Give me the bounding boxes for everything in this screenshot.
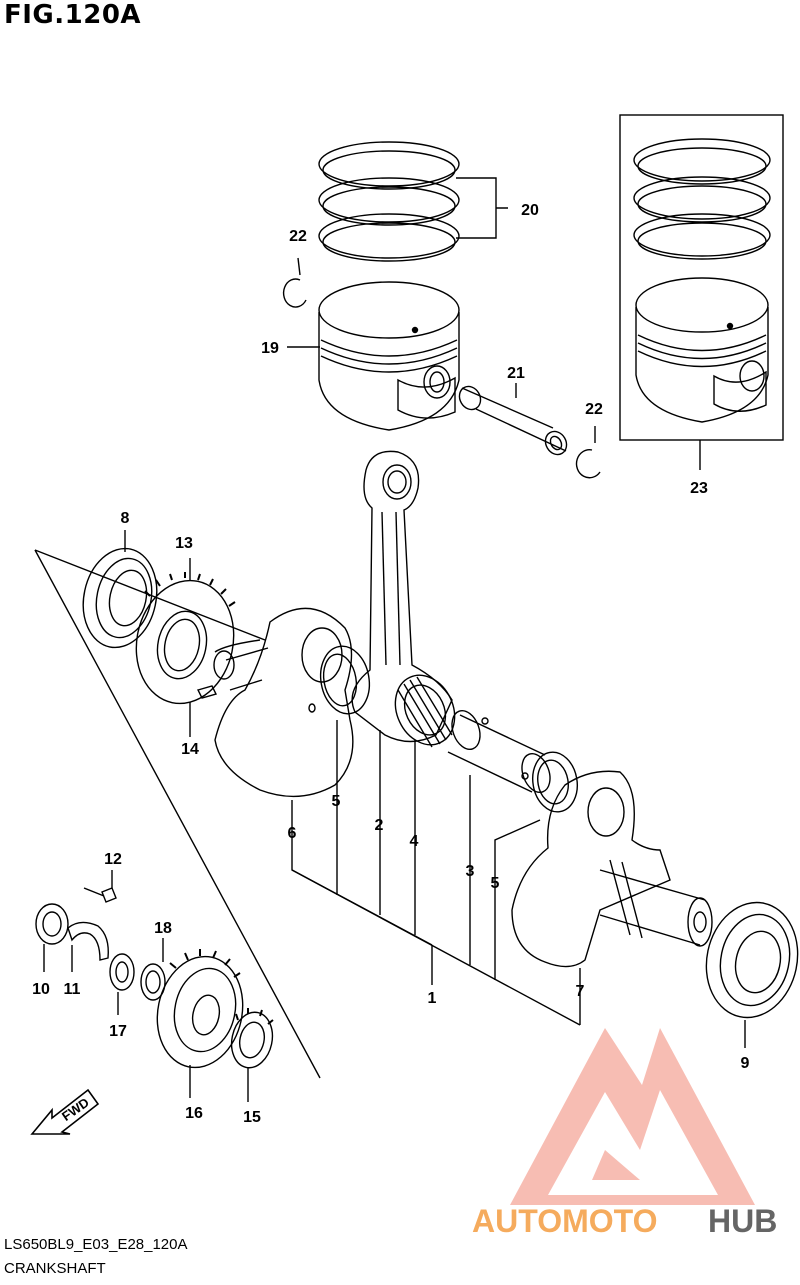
frame-line-top [34, 549, 266, 641]
spacer-17 [109, 953, 135, 991]
thrust-washer-right [532, 751, 578, 813]
gear-16 [156, 949, 244, 1069]
bearing-9 [705, 901, 799, 1019]
callout-20: 20 [521, 202, 539, 219]
callout-1: 1 [428, 990, 437, 1007]
bolt-12 [83, 887, 117, 903]
callout-3: 3 [466, 863, 475, 880]
fwd-arrow-icon: FWD [30, 1088, 100, 1135]
callout-9: 9 [741, 1055, 750, 1072]
leader-6 [291, 800, 433, 946]
frame-line-left [34, 549, 321, 1079]
callout-5a: 5 [332, 793, 341, 810]
oil-seal-10 [35, 903, 69, 945]
needle-bearing [394, 674, 456, 748]
callout-8: 8 [121, 510, 130, 527]
callout-11: 11 [64, 981, 81, 998]
circlip-right [575, 426, 601, 479]
watermark-text-hub: HUB [708, 1203, 777, 1239]
callout-15: 15 [243, 1109, 261, 1126]
callout-16: 16 [185, 1105, 203, 1122]
footer-code: LS650BL9_E03_E28_120A [4, 1236, 188, 1253]
crank-pin [447, 709, 551, 794]
callout-12: 12 [104, 851, 122, 868]
bearing-8 [82, 547, 158, 649]
callout-13: 13 [175, 535, 193, 552]
callout-6: 6 [288, 825, 297, 842]
callout-10: 10 [32, 981, 50, 998]
gear-15 [230, 1008, 274, 1069]
callout-19: 19 [261, 340, 279, 357]
watermark-logo [510, 1028, 755, 1205]
callout-17: 17 [109, 1023, 127, 1040]
callout-18: 18 [154, 920, 172, 937]
callout-2: 2 [375, 817, 384, 834]
callout-14: 14 [181, 741, 199, 758]
circlip-left [282, 257, 307, 308]
leader-20 [456, 177, 508, 239]
callout-21: 21 [507, 365, 525, 382]
callout-5b: 5 [491, 875, 500, 892]
washer-18 [140, 963, 166, 1001]
callout-22a: 22 [289, 228, 307, 245]
thrust-washer-left [319, 645, 371, 715]
piston-pin [458, 385, 568, 456]
piston [318, 281, 460, 431]
leader-1-bracket [291, 869, 581, 1026]
leader-5b [494, 819, 541, 980]
crankshaft-right [511, 770, 713, 968]
key-14 [196, 685, 218, 699]
callout-7: 7 [576, 983, 585, 1000]
footer-name: CRANKSHAFT [4, 1260, 106, 1277]
piston-rings [318, 141, 460, 262]
crankshaft-left [213, 607, 354, 798]
callout-4: 4 [410, 833, 419, 850]
piston-set-box [619, 114, 784, 441]
retainer-11 [67, 921, 109, 961]
figure-title: FIG.120A [4, 0, 142, 30]
callout-22b: 22 [585, 401, 603, 418]
watermark-text-main: AUTOMOTO [472, 1203, 657, 1239]
callout-23: 23 [690, 480, 708, 497]
